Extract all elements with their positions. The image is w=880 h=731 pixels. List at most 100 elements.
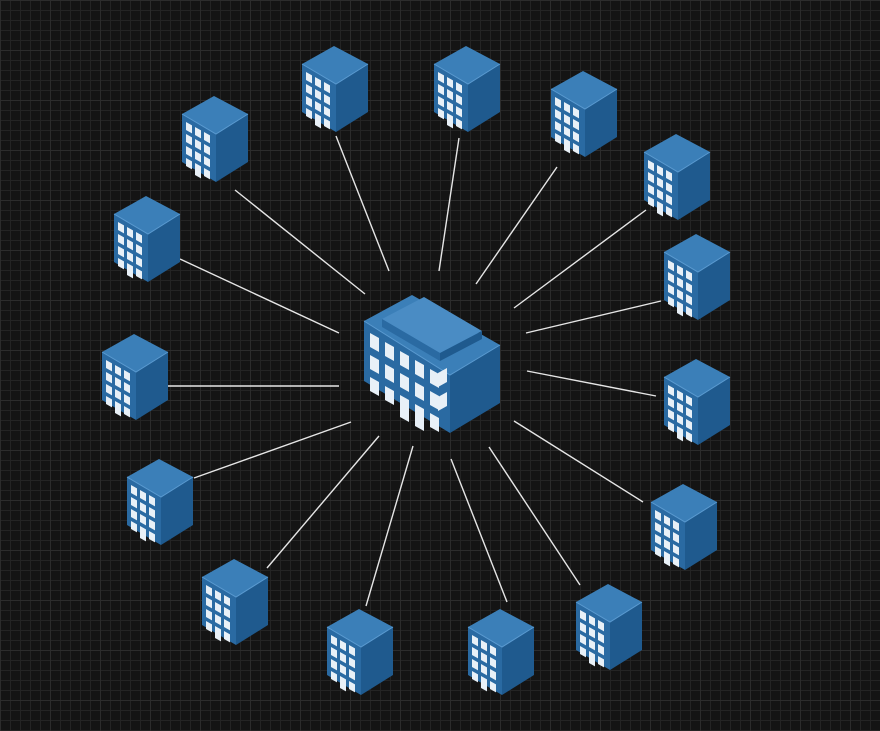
window-shape	[677, 265, 683, 277]
window-shape	[580, 646, 586, 658]
window-shape	[370, 377, 379, 396]
window-shape	[149, 507, 155, 519]
window-shape	[555, 97, 561, 109]
window-shape	[140, 502, 146, 514]
window-shape	[666, 194, 672, 206]
window-shape	[573, 107, 579, 119]
window-shape	[648, 196, 654, 208]
window-shape	[131, 521, 137, 533]
window-shape	[186, 134, 192, 146]
building-icon[interactable]	[101, 334, 169, 420]
window-shape	[668, 284, 674, 296]
building-icon[interactable]	[126, 459, 194, 545]
window-shape	[370, 333, 379, 352]
window-shape	[438, 368, 447, 387]
window-shape	[573, 143, 579, 155]
window-shape	[306, 96, 312, 108]
window-shape	[385, 342, 394, 361]
window-shape	[686, 419, 692, 431]
window-shape	[447, 113, 453, 129]
connectors	[167, 135, 662, 607]
window-shape	[349, 657, 355, 669]
building-icon[interactable]	[663, 359, 731, 445]
window-shape	[224, 595, 230, 607]
window-shape	[106, 372, 112, 384]
window-shape	[447, 101, 453, 113]
window-shape	[657, 165, 663, 177]
building-icon[interactable]	[301, 46, 369, 132]
window-shape	[136, 244, 142, 256]
window-shape	[331, 659, 337, 671]
window-shape	[666, 206, 672, 218]
window-shape	[324, 94, 330, 106]
building-icon[interactable]	[663, 234, 731, 320]
window-shape	[315, 101, 321, 113]
window-shape	[555, 133, 561, 145]
window-shape	[324, 82, 330, 94]
window-shape	[315, 113, 321, 129]
window-shape	[686, 407, 692, 419]
connector-line	[488, 446, 581, 586]
window-shape	[668, 272, 674, 284]
window-shape	[385, 364, 394, 383]
building-icon[interactable]	[575, 584, 643, 670]
building-icon[interactable]	[643, 134, 711, 220]
window-shape	[648, 184, 654, 196]
window-shape	[115, 365, 121, 377]
connector-line	[179, 258, 340, 334]
building-icon[interactable]	[113, 196, 181, 282]
window-shape	[580, 634, 586, 646]
connector-line	[513, 209, 647, 309]
office-building-icon[interactable]	[363, 295, 501, 433]
window-shape	[415, 382, 424, 401]
window-shape	[598, 656, 604, 668]
window-shape	[149, 519, 155, 531]
window-shape	[668, 260, 674, 272]
window-shape	[331, 635, 337, 647]
building-icon[interactable]	[201, 559, 269, 645]
window-shape	[149, 531, 155, 543]
window-shape	[306, 72, 312, 84]
window-shape	[677, 390, 683, 402]
connector-line	[335, 135, 390, 272]
window-shape	[490, 645, 496, 657]
window-shape	[430, 391, 439, 410]
window-shape	[472, 635, 478, 647]
window-shape	[127, 263, 133, 279]
window-shape	[686, 282, 692, 294]
window-shape	[664, 551, 670, 567]
window-shape	[324, 106, 330, 118]
window-shape	[677, 301, 683, 317]
building-icon[interactable]	[433, 46, 501, 132]
window-shape	[447, 77, 453, 89]
window-shape	[456, 94, 462, 106]
window-shape	[349, 681, 355, 693]
window-shape	[677, 402, 683, 414]
window-shape	[438, 108, 444, 120]
building-icon[interactable]	[550, 71, 618, 157]
building-icon[interactable]	[650, 484, 718, 570]
window-shape	[438, 84, 444, 96]
window-shape	[215, 602, 221, 614]
window-shape	[655, 546, 661, 558]
window-shape	[340, 640, 346, 652]
connector-line	[525, 300, 662, 334]
window-shape	[573, 131, 579, 143]
window-shape	[438, 96, 444, 108]
window-shape	[186, 146, 192, 158]
window-shape	[204, 168, 210, 180]
window-shape	[349, 645, 355, 657]
building-icon[interactable]	[181, 96, 249, 182]
window-shape	[124, 382, 130, 394]
window-shape	[131, 497, 137, 509]
building-icon[interactable]	[467, 609, 535, 695]
window-shape	[415, 404, 424, 431]
window-shape	[677, 277, 683, 289]
window-shape	[668, 409, 674, 421]
window-shape	[655, 510, 661, 522]
building-icon[interactable]	[326, 609, 394, 695]
window-shape	[186, 158, 192, 170]
window-shape	[677, 289, 683, 301]
window-shape	[598, 620, 604, 632]
window-shape	[340, 676, 346, 692]
